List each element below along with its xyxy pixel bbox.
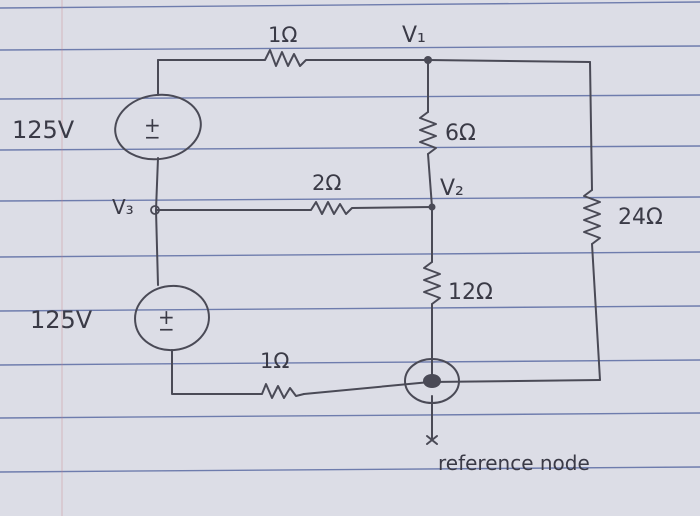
voltage-source-bottom — [134, 284, 210, 352]
reference-node-marker — [404, 358, 460, 404]
resistor-12ohm — [423, 261, 441, 305]
bottom-wire — [303, 379, 601, 395]
label-r-bottom: 1Ω — [260, 349, 289, 373]
label-r-6: 6Ω — [445, 121, 476, 146]
node-v2-dot — [428, 203, 436, 211]
reference-tick — [426, 435, 438, 445]
right-wire-top — [589, 61, 593, 191]
label-source-top: 125V — [12, 116, 75, 144]
resistor-24ohm — [583, 189, 601, 245]
resistor-6ohm — [419, 111, 437, 155]
label-r-mid: 2Ω — [312, 171, 341, 195]
label-source-bottom-symbol: +− — [158, 305, 175, 341]
label-reference-node: reference node — [438, 451, 590, 475]
wires — [155, 49, 601, 445]
left-wire-mid — [155, 157, 159, 286]
label-node-v2: V₂ — [440, 176, 464, 201]
voltage-source-top — [114, 93, 202, 161]
left-wire-bottom — [171, 349, 259, 395]
label-source-bottom: 125V — [30, 306, 93, 334]
top-wire-right — [315, 59, 591, 63]
label-node-v1: V₁ — [402, 23, 426, 48]
resistor-1ohm-bottom — [257, 383, 305, 399]
node-v1-dot — [424, 56, 432, 64]
node-v3-dot — [150, 205, 160, 215]
right-wire-bottom — [591, 243, 601, 381]
label-source-top-symbol: +− — [144, 113, 161, 149]
label-r-24: 24Ω — [618, 205, 663, 230]
label-r-12: 12Ω — [448, 280, 493, 305]
ruled-lines — [0, 1, 700, 473]
label-node-v3: V₃ — [112, 195, 134, 219]
resistor-2ohm — [304, 201, 433, 215]
label-r-top: 1Ω — [268, 23, 297, 47]
resistor-1ohm-top — [257, 49, 317, 67]
